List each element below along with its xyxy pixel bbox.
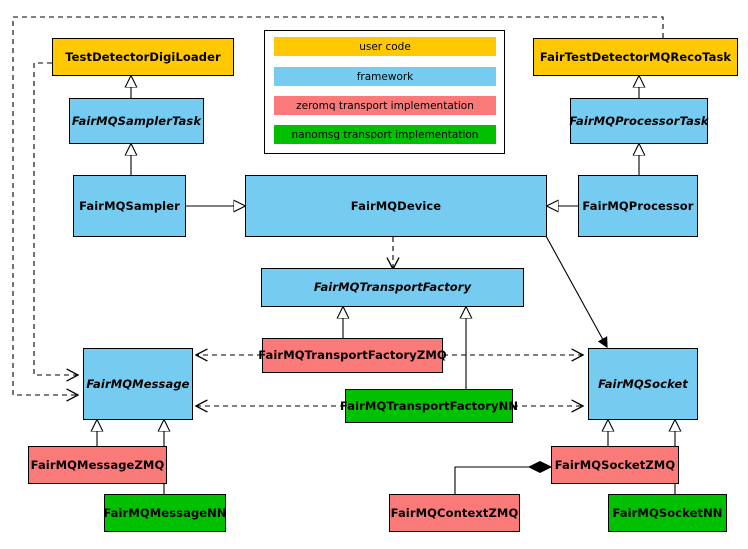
node-label: FairMQDevice (350, 198, 442, 213)
node-fair-test-detector-mq-reco-task[interactable]: FairTestDetectorMQRecoTask (533, 38, 738, 76)
node-test-detector-digi-loader[interactable]: TestDetectorDigiLoader (52, 38, 234, 76)
legend-item-user-code: user code (274, 37, 496, 56)
node-fairmq-processor-task[interactable]: FairMQProcessorTask (569, 98, 709, 144)
node-label: FairMQTransportFactory (313, 280, 472, 295)
node-fairmq-socket-zmq[interactable]: FairMQSocketZMQ (551, 446, 679, 484)
node-fairmq-message[interactable]: FairMQMessage (83, 348, 193, 420)
node-label: FairMQSocket (598, 376, 688, 391)
node-label: FairMQSocketNN (612, 505, 723, 520)
node-fairmq-message-zmq[interactable]: FairMQMessageZMQ (28, 446, 167, 484)
node-fairmq-transport-factory[interactable]: FairMQTransportFactory (261, 268, 524, 307)
node-label: FairMQTransportFactoryZMQ (258, 348, 447, 363)
node-label: FairMQProcessorTask (569, 113, 709, 128)
node-label: FairMQSampler (79, 198, 180, 213)
node-fairmq-transport-factory-nn[interactable]: FairMQTransportFactoryNN (340, 389, 518, 423)
composition-diamond (527, 460, 553, 474)
node-label: FairMQProcessor (582, 198, 694, 213)
node-fairmq-message-nn[interactable]: FairMQMessageNN (103, 494, 227, 532)
node-label: FairTestDetectorMQRecoTask (539, 49, 732, 64)
legend-label: nanomsg transport implementation (291, 128, 479, 141)
legend-item-nanomsg: nanomsg transport implementation (274, 125, 496, 144)
node-fairmq-sampler[interactable]: FairMQSampler (73, 175, 186, 237)
node-fairmq-sampler-task[interactable]: FairMQSamplerTask (69, 98, 204, 144)
node-label: FairMQContextZMQ (390, 505, 519, 520)
legend-label: user code (359, 40, 411, 53)
node-fairmq-socket-nn[interactable]: FairMQSocketNN (608, 494, 727, 532)
node-label: FairMQMessageNN (103, 505, 227, 520)
legend-label: zeromq transport implementation (296, 99, 474, 112)
legend-item-zeromq: zeromq transport implementation (274, 96, 496, 115)
node-fairmq-context-zmq[interactable]: FairMQContextZMQ (389, 494, 520, 532)
node-label: FairMQSocketZMQ (554, 457, 676, 472)
edge-recotask-to-message (12, 16, 664, 395)
node-label: FairMQSamplerTask (71, 113, 202, 128)
legend-item-framework: framework (274, 67, 496, 86)
node-fairmq-device[interactable]: FairMQDevice (245, 175, 547, 237)
node-label: FairMQMessageZMQ (30, 457, 165, 472)
node-fairmq-socket[interactable]: FairMQSocket (588, 348, 698, 420)
legend-label: framework (356, 70, 414, 83)
node-label: FairMQTransportFactoryNN (339, 398, 519, 413)
node-fairmq-processor[interactable]: FairMQProcessor (578, 175, 698, 237)
node-label: FairMQMessage (86, 376, 190, 391)
node-label: TestDetectorDigiLoader (65, 49, 221, 64)
node-fairmq-transport-factory-zmq[interactable]: FairMQTransportFactoryZMQ (258, 338, 447, 373)
edge-device-to-socket (545, 235, 607, 347)
legend-panel: user code framework zeromq transport imp… (264, 30, 505, 154)
edge-digiloader-to-message (33, 62, 77, 375)
